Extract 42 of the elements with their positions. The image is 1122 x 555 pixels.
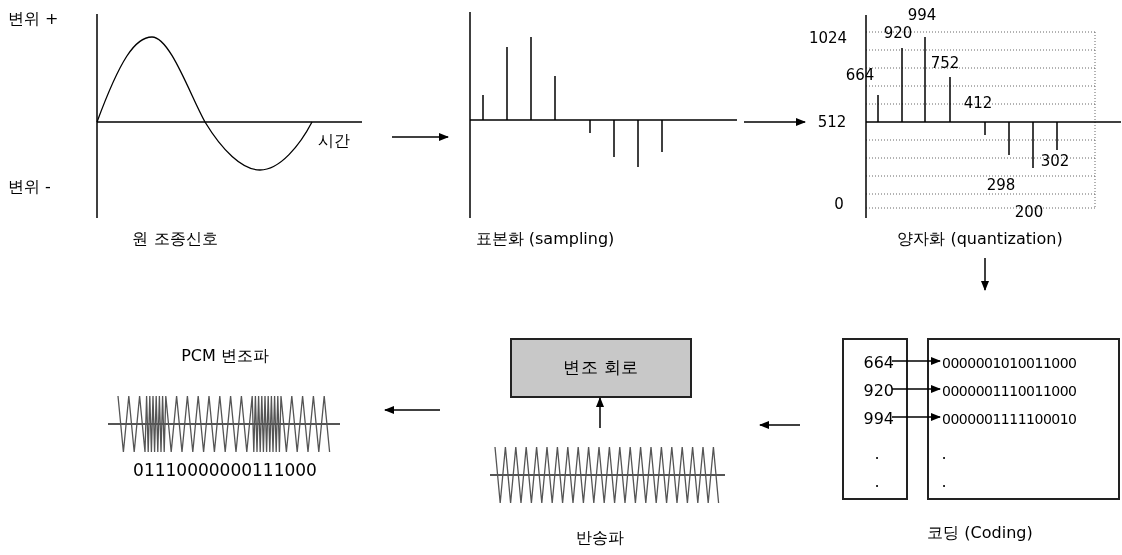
tick-label: 512 — [816, 112, 848, 132]
axis-label: 시간 — [318, 130, 351, 152]
ellipsis-dot: . — [873, 444, 881, 464]
ellipsis-dot: . — [940, 444, 948, 464]
ellipsis-dot: . — [873, 472, 881, 492]
binary-code: 0000001010011000 — [942, 352, 1118, 374]
stage-label: 양자화 (quantization) — [896, 228, 1064, 250]
arrow — [384, 406, 441, 414]
wave-title: PCM 변조파 — [180, 345, 270, 367]
value-table-box — [842, 338, 908, 500]
stage-label: 원 조종신호 — [131, 228, 219, 250]
code-table-box — [927, 338, 1120, 500]
arrow — [391, 133, 449, 141]
sample-value: 664 — [852, 352, 894, 374]
value-label: 752 — [929, 54, 961, 72]
arrow — [596, 397, 604, 429]
bit-sequence: 01110000000111000 — [132, 460, 318, 482]
arrow — [891, 385, 941, 393]
arrow — [759, 421, 801, 429]
value-label: 302 — [1039, 152, 1071, 170]
stage-label: 반송파 — [575, 527, 625, 549]
axis-label: 변위 + — [8, 8, 60, 30]
binary-code: 0000001111100010 — [942, 408, 1118, 430]
value-label: 200 — [1013, 203, 1045, 221]
sample-value: 994 — [852, 408, 894, 430]
ellipsis-dot: . — [940, 472, 948, 492]
value-label: 298 — [985, 176, 1017, 194]
stage-label: 표본화 (sampling) — [474, 228, 616, 250]
binary-code: 0000001110011000 — [942, 380, 1118, 402]
sample-value: 920 — [852, 380, 894, 402]
axis-label: 변위 - — [8, 176, 52, 198]
arrow — [981, 257, 989, 291]
tick-label: 1024 — [807, 28, 849, 48]
arrow — [891, 413, 941, 421]
stage-label: 코딩 (Coding) — [926, 522, 1034, 544]
arrow — [743, 118, 806, 126]
tick-label: 0 — [833, 194, 845, 214]
arrow — [891, 357, 941, 365]
value-label: 994 — [906, 6, 938, 24]
value-label: 412 — [962, 94, 994, 112]
value-label: 920 — [882, 24, 914, 42]
modulator-box: 변조 회로 — [510, 338, 692, 398]
